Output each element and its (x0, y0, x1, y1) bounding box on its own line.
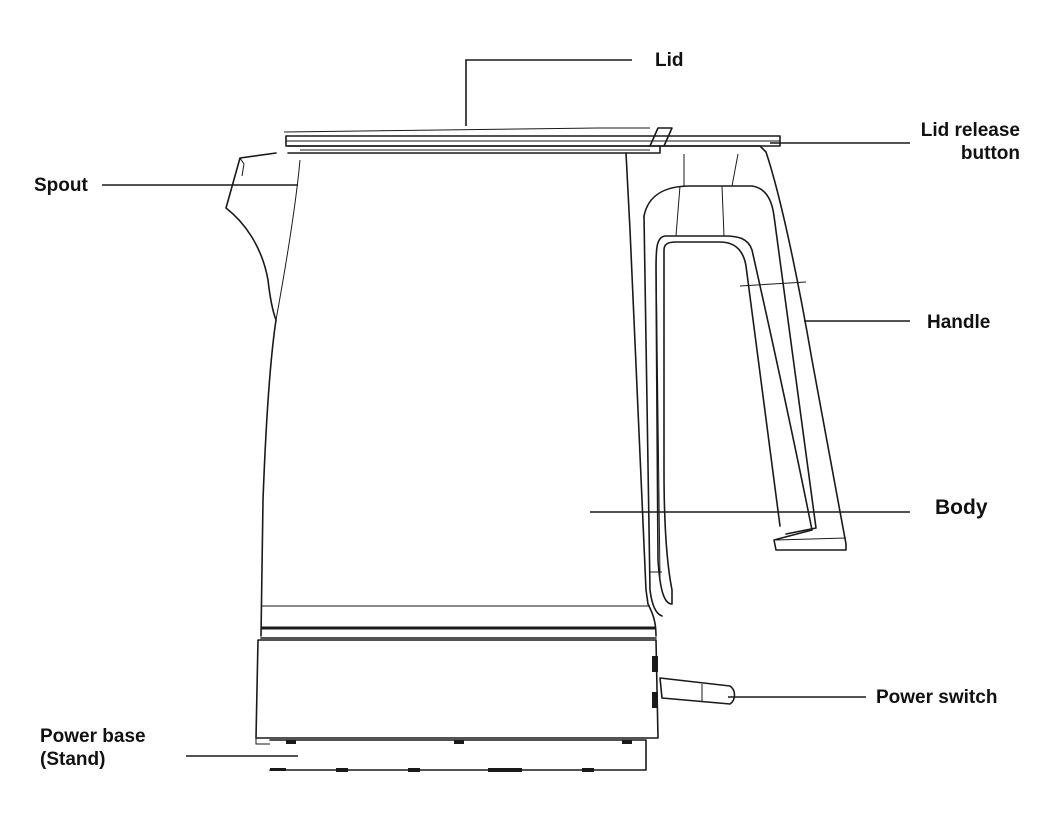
kettle-body (260, 152, 657, 639)
label-power-base: Power base (Stand) (40, 725, 146, 771)
label-body: Body (935, 496, 988, 519)
kettle-handle (643, 145, 847, 617)
label-lid: Lid (655, 50, 684, 71)
kettle-lid (283, 127, 781, 147)
label-lid-release-line1: Lid release (920, 120, 1020, 141)
power-base (255, 639, 659, 772)
power-switch (652, 656, 736, 708)
label-power-base-line1: Power base (40, 726, 146, 747)
label-lid-release-line2: button (960, 143, 1020, 164)
kettle-rim (287, 145, 661, 154)
leader-lines (102, 59, 910, 757)
label-lid-release-button: Lid release button (870, 119, 1020, 165)
label-spout: Spout (34, 175, 88, 196)
label-power-base-line2: (Stand) (40, 749, 106, 770)
label-power-switch: Power switch (876, 687, 998, 708)
leader-lid (465, 59, 632, 126)
lid-release-button (649, 127, 673, 147)
label-handle: Handle (927, 312, 991, 333)
kettle-spout (225, 152, 301, 321)
